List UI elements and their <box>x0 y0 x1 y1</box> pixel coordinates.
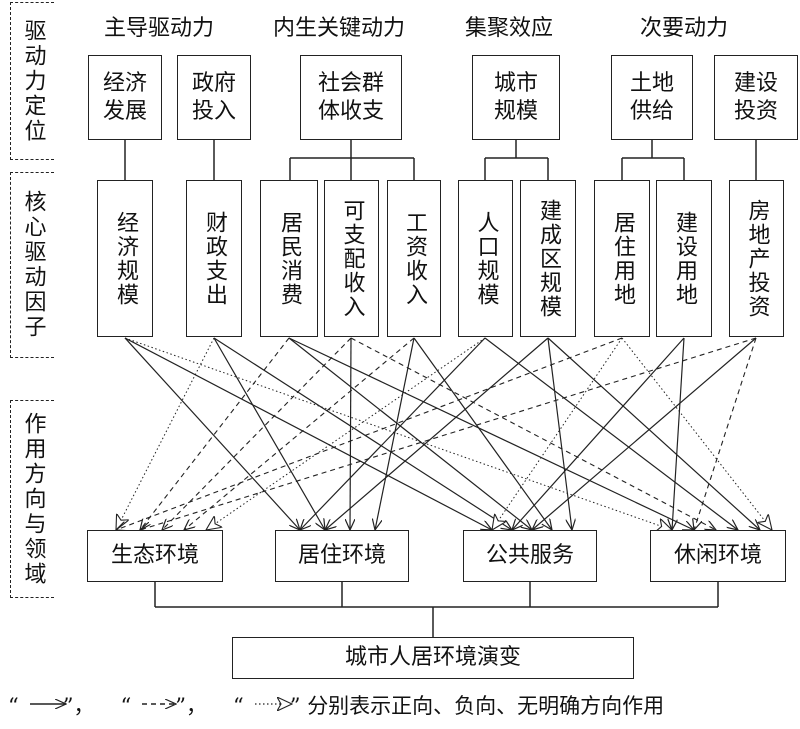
influence-arrow-positive <box>213 337 512 530</box>
driver-economic-development: 经济发展 <box>88 55 162 140</box>
driver-government-investment: 政府投入 <box>177 55 251 140</box>
driver-label: 经济发展 <box>102 70 147 124</box>
urban-living-environment-evolution: 城市人居环境演变 <box>232 637 634 679</box>
domain-leisure-environment: 休闲环境 <box>650 530 786 582</box>
influence-arrow-positive <box>213 337 325 530</box>
domain-ecological-environment: 生态环境 <box>87 530 223 582</box>
influence-arrow-positive <box>672 337 685 530</box>
influence-arrow-positive <box>288 337 694 530</box>
influence-arrow-dashed <box>140 337 757 530</box>
influence-arrow-dashed <box>694 337 757 530</box>
legend-quote: “ <box>120 694 132 718</box>
influence-arrow-positive <box>288 337 532 530</box>
factor-disposable-income: 可支配收入 <box>324 180 379 337</box>
factor-real-estate-investment: 房地产投资 <box>729 180 784 337</box>
driver-label: 社会群体收支 <box>317 70 384 124</box>
influence-arrow-dotted <box>124 337 672 530</box>
side-label-direction-domain: 作用方向与领域 <box>10 400 54 598</box>
driver-land-supply: 土地供给 <box>611 55 693 140</box>
factor-construction-land: 建设用地 <box>656 180 712 337</box>
influence-arrow-positive <box>547 337 760 530</box>
driver-label: 建设投资 <box>733 70 778 124</box>
driver-city-scale: 城市规模 <box>472 55 560 140</box>
driver-construction-investment: 建设投资 <box>714 55 798 140</box>
legend-quote: ”， <box>175 694 207 718</box>
legend-quote: “ <box>8 694 19 718</box>
factor-economic-scale: 经济规模 <box>97 180 153 337</box>
legend-description: 分别表示正向、负向、无明确方向作用 <box>307 694 665 718</box>
influence-arrow-dotted <box>492 337 623 530</box>
factor-population-scale: 人口规模 <box>458 180 513 337</box>
legend-quote: ”， <box>62 694 95 718</box>
domain-living-environment: 居住环境 <box>275 530 409 582</box>
influence-arrow-dashed <box>184 337 415 530</box>
influence-arrow-dashed <box>116 337 623 530</box>
influence-arrow-positive <box>413 337 552 530</box>
driver-label: 政府投入 <box>191 70 236 124</box>
influence-arrow-dotted <box>621 337 772 530</box>
category-dominant-driver: 主导驱动力 <box>104 16 215 41</box>
legend: “ ”， “ ”， “ ” 分别表示正向、负向、无明确方向作用 <box>8 690 664 720</box>
influence-arrow-dotted <box>116 337 215 530</box>
driver-label: 土地供给 <box>629 70 674 124</box>
legend-quote: ” <box>289 694 301 718</box>
factor-resident-consumption: 居民消费 <box>260 180 318 337</box>
influence-arrow-positive <box>124 337 300 530</box>
influence-arrow-positive <box>350 337 351 530</box>
side-label-positioning: 驱动力定位 <box>10 2 54 160</box>
category-agglomeration-effect: 集聚效应 <box>465 16 554 41</box>
influence-arrow-positive <box>300 337 486 530</box>
influence-arrow-dotted <box>206 337 486 530</box>
influence-arrow-positive <box>325 337 549 530</box>
driver-label: 城市规模 <box>493 70 538 124</box>
factor-built-up-area: 建成区规模 <box>520 180 576 337</box>
category-secondary-driver: 次要动力 <box>640 16 729 41</box>
factor-wage-income: 工资收入 <box>387 180 441 337</box>
domain-public-service: 公共服务 <box>463 530 597 582</box>
category-endogenous-driver: 内生关键动力 <box>273 16 406 41</box>
influence-arrow-positive <box>124 337 492 530</box>
influence-arrow-dashed <box>350 337 716 530</box>
influence-arrow-dashed <box>140 337 290 530</box>
side-label-core-factors: 核心驱动因子 <box>10 172 54 358</box>
influence-arrow-positive <box>375 337 415 530</box>
influence-arrow-positive <box>547 337 572 530</box>
factor-fiscal-expenditure: 财政支出 <box>186 180 242 337</box>
influence-arrow-positive <box>512 337 685 530</box>
legend-quote: “ <box>233 694 244 718</box>
driver-social-income-expenditure: 社会群体收支 <box>300 55 402 140</box>
factor-residential-land: 居住用地 <box>594 180 650 337</box>
influence-arrow-positive <box>532 337 757 530</box>
influence-arrow-positive <box>484 337 738 530</box>
